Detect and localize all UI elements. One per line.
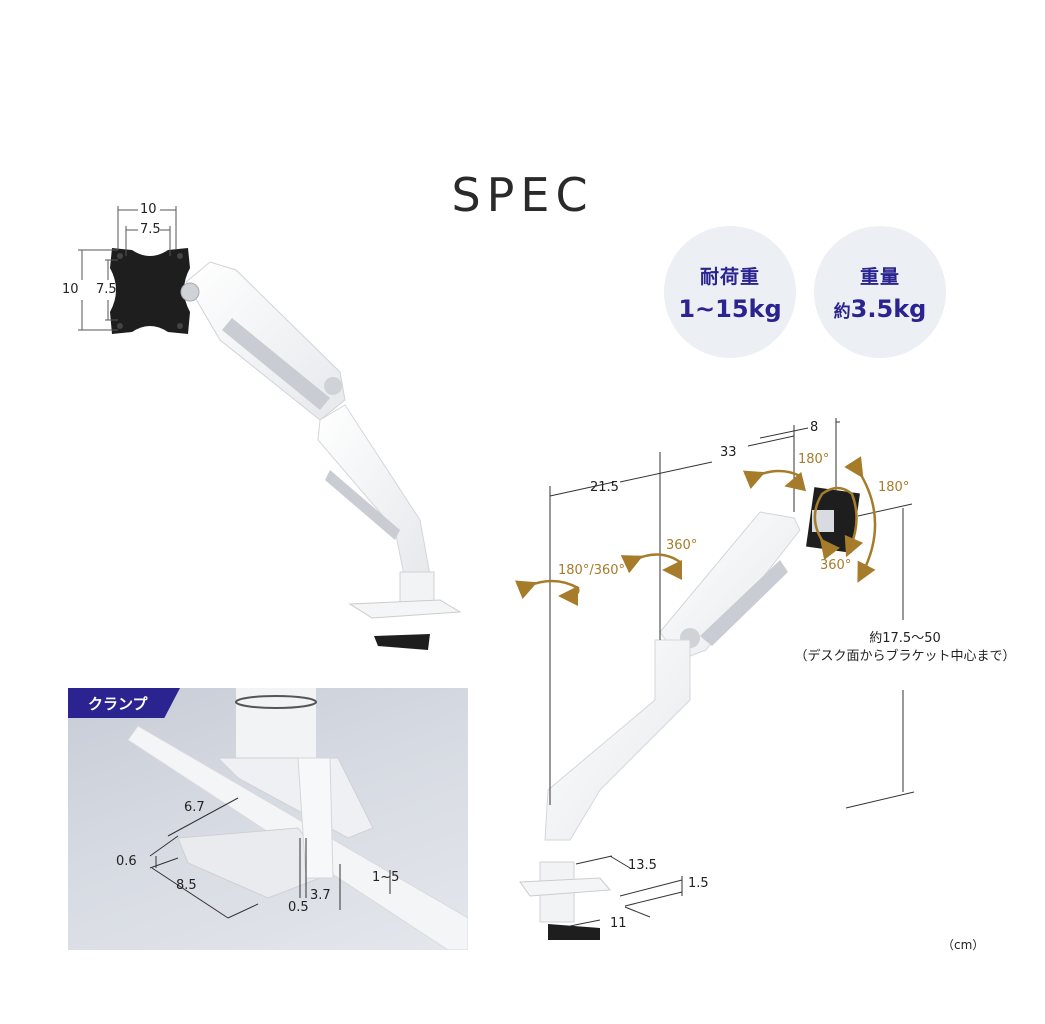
clamp-width-dimension: 11 [610, 916, 627, 931]
monitor-arm-image-left [180, 261, 462, 650]
rotation-screen-label: 360° [820, 558, 852, 573]
clamp-plate-thickness-dimension: 1.5 [688, 876, 709, 891]
clamp-pad-depth: 8.5 [176, 878, 197, 893]
rotation-base-label: 180°/360° [558, 563, 626, 578]
rotation-mid-label: 360° [666, 538, 698, 553]
height-range-note: 約17.5〜50 （デスク面からブラケット中心まで） [780, 630, 1030, 666]
load-capacity-badge: 耐荷重 1~15kg [664, 226, 796, 358]
weight-badge: 重量 約3.5kg [814, 226, 946, 358]
head-offset-dimension: 8 [810, 420, 819, 435]
load-capacity-value: 1~15kg [678, 294, 782, 323]
weight-approx-prefix: 約 [833, 301, 851, 322]
clamp-throat: 3.7 [310, 888, 331, 903]
vesa-plate-image [110, 248, 190, 334]
reach-dimension-1: 21.5 [590, 480, 619, 495]
weight-number: 3.5kg [850, 294, 927, 323]
weight-value: 約3.5kg [834, 295, 927, 323]
clamp-badge: クランプ [68, 688, 180, 718]
vesa-width-inner: 7.5 [140, 222, 161, 237]
weight-label: 重量 [859, 265, 900, 288]
rotation-tilt-label: 180° [878, 480, 910, 495]
clamp-gap: 0.5 [288, 900, 309, 915]
clamp-top-depth: 6.7 [184, 800, 205, 815]
vesa-height-outer: 10 [62, 282, 79, 297]
reach-dimension-2: 33 [720, 445, 737, 460]
vesa-width-outer: 10 [140, 202, 157, 217]
height-range-value: 約17.5〜50 [869, 631, 941, 646]
clamp-desk-thickness: 1~5 [372, 870, 400, 885]
monitor-arm-image-right [519, 487, 860, 940]
clamp-pad-thickness: 0.6 [116, 854, 137, 869]
rotation-swivel-label: 180° [798, 452, 830, 467]
page-title: SPEC [451, 168, 594, 222]
clamp-depth-dimension: 13.5 [628, 858, 657, 873]
height-range-caption: （デスク面からブラケット中心まで） [794, 649, 1016, 664]
clamp-detail-photo: 6.7 0.6 8.5 0.5 3.7 1~5 [68, 688, 468, 950]
unit-label: （cm） [942, 938, 985, 952]
load-capacity-label: 耐荷重 [699, 265, 760, 288]
vesa-height-inner: 7.5 [96, 282, 117, 297]
clamp-detail-drawing [127, 688, 468, 950]
